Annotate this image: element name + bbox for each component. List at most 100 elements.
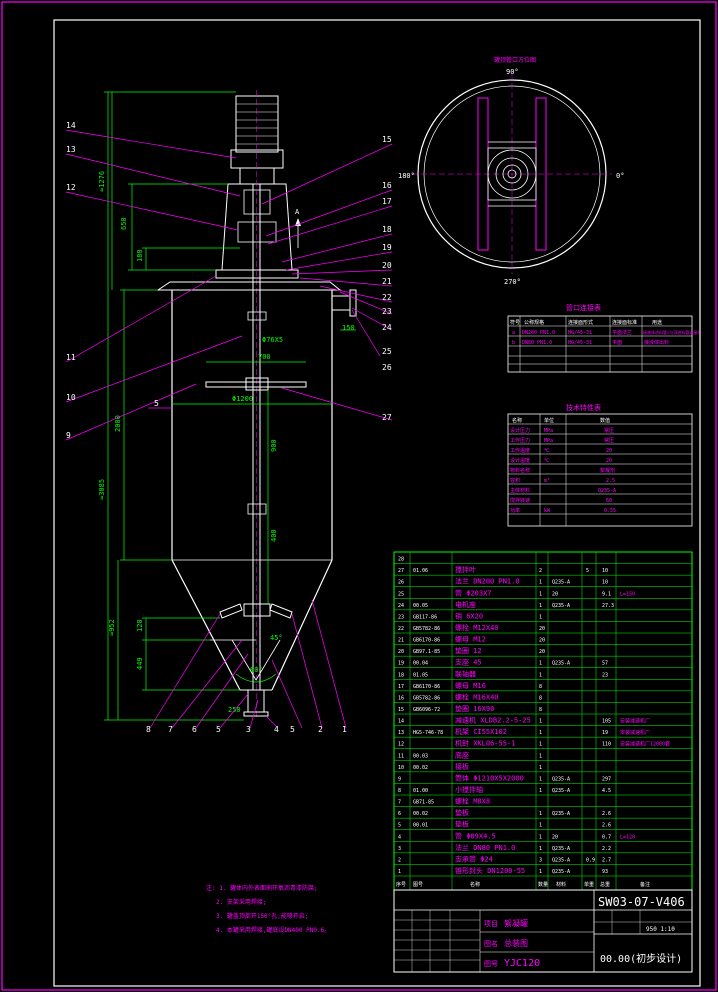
parts-cell: 1 [539, 661, 542, 667]
dim-angle: 60° [250, 666, 263, 674]
drawing-no-label: 图号 [484, 960, 498, 968]
parts-cell: 垫板 [455, 820, 469, 829]
parts-cell: Q235-A [552, 811, 570, 817]
tech-r1c0: 工作压力 [510, 437, 530, 444]
callout-12: 12 [66, 183, 76, 192]
callout-11: 11 [66, 353, 76, 362]
parts-cell: 1 [539, 811, 542, 817]
parts-cell: HG5-746-78 [413, 730, 443, 736]
callout-18: 18 [382, 225, 392, 234]
tech-r0c1: MPa [544, 428, 553, 434]
callout-15: 15 [382, 135, 392, 144]
parts-cell: 2 [398, 857, 401, 863]
tech-r5c2: 2.5 [606, 478, 615, 484]
parts-cell: 1 [539, 834, 542, 840]
parts-cell: 10 [398, 765, 404, 771]
callout-b-1: 1 [342, 725, 347, 734]
parts-cell: 01.00 [413, 788, 428, 794]
callout-24: 24 [382, 323, 392, 332]
tech-r3c1: ℃ [544, 458, 550, 464]
title-block: SW03-07-V406 项目 絮凝罐 图名 总装图 图号 YJC120 950… [393, 889, 693, 973]
parts-cell: 4 [398, 834, 401, 840]
top-view-title: 罐顶管口方位图 [494, 56, 536, 64]
parts-cell: 24 [398, 603, 404, 609]
dim-body: 2000 [114, 415, 122, 432]
tech-r8c1: kW [544, 508, 551, 514]
parts-footer-cell: 材料 [556, 881, 566, 888]
tech-r7c2: 60 [606, 498, 612, 504]
dim-c1: 120 [136, 619, 144, 632]
parts-footer-cell: 名称 [470, 881, 480, 888]
callout-b-5: 5 [216, 725, 221, 734]
parts-cell: 12 [398, 742, 404, 748]
parts-cell: 1 [539, 591, 542, 597]
tech-r8c0: 功率 [510, 507, 520, 514]
dim-s1: 900 [270, 439, 278, 452]
parts-cell: 1 [539, 823, 542, 829]
parts-cell: 1 [539, 580, 542, 586]
tech-h1: 单位 [544, 417, 554, 424]
parts-cell: GB6096-72 [413, 707, 440, 713]
callout-17: 17 [382, 197, 392, 206]
tech-r1c1: MPa [544, 438, 553, 444]
callout-23: 23 [382, 307, 392, 316]
parts-cell: Q235-A [552, 776, 570, 782]
parts-cell: GB6170-86 [413, 684, 440, 690]
tech-r2c0: 工作温度 [510, 447, 530, 454]
note-3: 3. 罐盖顶部开150°孔,能够开启; [216, 912, 309, 920]
note-1: 注: 1. 罐体内外表面刷环氧沥青漆防腐; [206, 884, 318, 892]
parts-cell: 10 [602, 580, 608, 586]
tech-r3c2: 20 [606, 458, 612, 464]
parts-cell: 20 [552, 591, 558, 597]
parts-cell: 1 [539, 846, 542, 852]
callout-13: 13 [66, 145, 76, 154]
parts-cell: 管 Φ89X4.5 [455, 831, 496, 840]
nozzle-r0c3: 平面法兰 [612, 329, 632, 336]
drawing-no: YJC120 [504, 958, 540, 969]
parts-cell: 2 [539, 568, 542, 574]
parts-cell: L=120 [620, 834, 635, 840]
drawing-name-label: 图名 [484, 939, 498, 948]
parts-cell: 00.02 [413, 811, 428, 817]
callout-b-5b: 5 [290, 725, 295, 734]
parts-cell: 3 [539, 857, 542, 863]
parts-cell: 105 [602, 719, 611, 725]
parts-cell: Q235-A [552, 661, 570, 667]
parts-cell: 7 [398, 800, 401, 806]
parts-cell: 23 [602, 672, 608, 678]
parts-cell: 14 [398, 719, 404, 725]
parts-cell: 19 [398, 661, 404, 667]
parts-cell: GB5782-86 [413, 695, 440, 701]
parts-cell: 19 [602, 730, 608, 736]
parts-cell: 法兰 DN200 PN1.0 [455, 577, 520, 586]
parts-cell: 螺栓 M12X40 [455, 623, 499, 632]
parts-cell: Q235-A [552, 857, 570, 863]
parts-cell: 20 [539, 638, 545, 644]
parts-footer-cell: 序号 [396, 881, 406, 888]
parts-cell: 减速机 XLDB2.2-5-25 [455, 716, 531, 725]
parts-cell: 螺母 M16 [455, 681, 486, 690]
parts-cell: 01.06 [413, 568, 428, 574]
dim-cone: ≈952 [108, 619, 116, 636]
parts-footer-cell: 图号 [413, 882, 423, 888]
parts-cell: Q235-A [552, 788, 570, 794]
parts-footer-cell: 单重 [584, 881, 594, 888]
parts-cell: 安装减速机厂12000套 [620, 741, 670, 748]
parts-cell: 2.6 [602, 811, 611, 817]
parts-cell: 电机座 [455, 600, 476, 609]
nozzle-h1: 公称规格 [524, 319, 544, 326]
dim-d1: 650 [120, 217, 128, 230]
top-view: 罐顶管口方位图 90° 180° 0° 270° [398, 56, 624, 286]
tech-table-title: 技术特性表 [566, 403, 601, 412]
tech-r4c0: 物料名称 [510, 467, 530, 474]
dim-bottom: 250 [228, 706, 241, 714]
parts-cell: 25 [398, 591, 404, 597]
parts-cell: 2.6 [602, 823, 611, 829]
tech-r2c1: ℃ [544, 448, 550, 454]
drawing-title: SW03-07-V406 [598, 895, 685, 909]
tech-r0c0: 设计压力 [510, 427, 530, 434]
parts-cell: Q235-A [552, 846, 570, 852]
parts-cell: 57 [602, 661, 608, 667]
